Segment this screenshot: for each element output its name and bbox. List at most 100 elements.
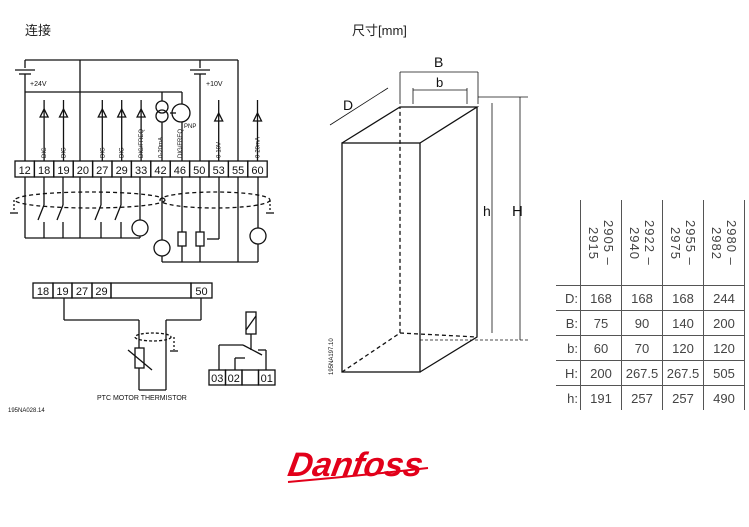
terminal-label: 27 (76, 286, 88, 298)
switch-icon (56, 204, 64, 221)
potentiometer-icon (195, 231, 205, 247)
switch-icon (94, 204, 102, 221)
table-cell: 60 (580, 335, 622, 361)
dim-h: h (483, 203, 491, 219)
table-cell: 505 (703, 360, 745, 386)
table-corner (556, 200, 581, 286)
signal-label: 0-20mA (159, 137, 165, 158)
terminal-label: 19 (56, 286, 68, 298)
dim-H: H (512, 203, 523, 220)
signal-label: 0-10V (217, 142, 223, 158)
table-cell: 191 (580, 385, 622, 410)
terminal-label: 50 (193, 165, 205, 177)
table-cell: 168 (662, 285, 704, 311)
column-header-text: 2980 –2982 (709, 220, 739, 266)
table-cell: 267.5 (621, 360, 663, 386)
drawing-id: 195NA028.14 (8, 408, 45, 414)
column-header: 2955 –2975 (662, 200, 704, 286)
svg-text:Danfoss: Danfoss (285, 446, 426, 484)
dim-b: b (436, 75, 443, 90)
input-arrow-icon (252, 111, 263, 122)
row-label: D: (556, 285, 581, 311)
signal-label: DIG (120, 147, 126, 158)
dimensions-title: 尺寸[mm] (352, 23, 407, 38)
column-header: 2905 –2915 (580, 200, 622, 286)
input-arrow-icon (116, 107, 127, 118)
terminal-label: 60 (251, 165, 263, 177)
shield-ellipse (14, 191, 166, 209)
danfoss-logo: Danfoss (285, 446, 429, 484)
supply-10v-label: +10V (206, 81, 223, 88)
signal-label: DIG (42, 147, 48, 158)
switch-icon (37, 204, 45, 221)
input-arrow-icon (136, 107, 147, 118)
table-cell: 267.5 (662, 360, 704, 386)
input-arrow-icon (213, 111, 224, 122)
shield-ellipse (134, 332, 172, 342)
terminal-label: 29 (95, 286, 107, 298)
shield-ellipse (159, 191, 271, 209)
terminal-label: 50 (195, 286, 207, 298)
enclosure-drawing: B b D h H (329, 54, 528, 373)
column-header-text: 2905 –2915 (586, 220, 616, 266)
column-header: 2980 –2982 (703, 200, 745, 286)
signal-label: 0-20mA (256, 137, 262, 158)
terminal-label: 02 (228, 373, 240, 385)
column-header-text: 2955 –2975 (668, 220, 698, 266)
dim-B: B (434, 54, 443, 70)
signal-label: DIG/FREQ (178, 129, 184, 158)
input-arrow-icon (58, 107, 69, 118)
dim-D: D (343, 97, 353, 113)
thermistor-terminal (110, 282, 192, 299)
table-cell: 200 (703, 310, 745, 336)
table-cell: 244 (703, 285, 745, 311)
terminal-label: 19 (57, 165, 69, 177)
terminal-label: 18 (38, 165, 50, 177)
signal-label: DIG/FREQ (139, 129, 145, 158)
terminal-label: 46 (174, 165, 186, 177)
table-cell: 257 (662, 385, 704, 410)
column-header: 2922 –2940 (621, 200, 663, 286)
supply-24v-label: +24V (30, 81, 47, 88)
meter-icon (249, 227, 267, 245)
row-label: b: (556, 335, 581, 361)
terminal-label: 33 (135, 165, 147, 177)
terminal-label: 01 (261, 373, 273, 385)
terminal-label: 27 (96, 165, 108, 177)
relay-terminal (241, 369, 260, 386)
terminal-label: 55 (232, 165, 244, 177)
table-cell: 120 (662, 335, 704, 361)
resistor-icon (177, 231, 187, 247)
connection-title: 连接 (25, 23, 52, 38)
thermistor-icon (134, 347, 145, 369)
table-cell: 70 (621, 335, 663, 361)
terminal-label: 18 (37, 286, 49, 298)
table-cell: 257 (621, 385, 663, 410)
meter-icon (153, 239, 171, 257)
pnp-label: PNP (184, 124, 196, 130)
row-label: H: (556, 360, 581, 386)
row-label: h: (556, 385, 581, 410)
terminal-label: 12 (19, 165, 31, 177)
table-cell: 140 (662, 310, 704, 336)
terminal-label: 42 (154, 165, 166, 177)
terminal-label: 29 (116, 165, 128, 177)
relay-terminal (257, 369, 276, 386)
row-label: B: (556, 310, 581, 336)
thermistor-caption: PTC MOTOR THERMISTOR (97, 395, 187, 402)
table-cell: 490 (703, 385, 745, 410)
drawing-id: 195NA197.10 (329, 338, 335, 375)
input-arrow-icon (39, 107, 50, 118)
table-cell: 120 (703, 335, 745, 361)
table-cell: 168 (621, 285, 663, 311)
table-cell: 168 (580, 285, 622, 311)
table-cell: 90 (621, 310, 663, 336)
